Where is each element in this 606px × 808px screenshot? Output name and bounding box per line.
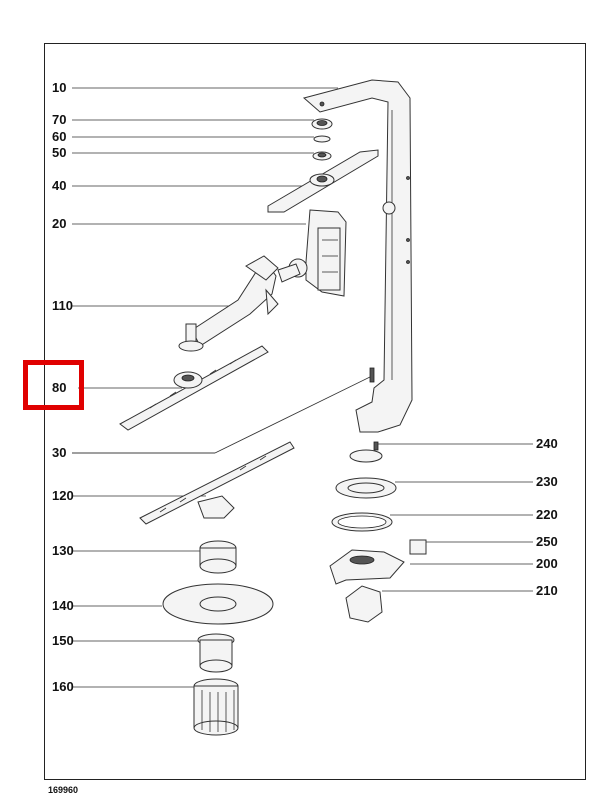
parts-70-60-50-rings — [311, 118, 333, 161]
label-30: 30 — [52, 445, 67, 460]
label-70: 70 — [52, 112, 67, 127]
drawing-frame — [44, 43, 586, 780]
part-240-fitting — [349, 441, 383, 463]
label-60: 60 — [52, 129, 67, 144]
part-80-lower-spray-arm — [119, 345, 269, 431]
label-150: 150 — [52, 633, 74, 648]
part-200-pump-housing — [329, 549, 405, 585]
label-50: 50 — [52, 145, 67, 160]
leader-lines-right — [376, 443, 533, 592]
part-210-pump-base — [345, 585, 383, 623]
label-250: 250 — [536, 534, 558, 549]
part-250-connector — [409, 539, 427, 555]
part-120-bottom-spray-arm — [139, 441, 295, 525]
part-40-upper-spray-arm — [267, 149, 379, 213]
part-150-fine-filter — [197, 633, 235, 673]
part-140-filter-plate — [162, 583, 274, 625]
part-160-coarse-filter — [193, 678, 239, 736]
leader-lines-left — [72, 87, 373, 688]
label-230: 230 — [536, 474, 558, 489]
part-110-feed-pipe — [178, 255, 301, 352]
part-10-riser-pipe — [302, 79, 413, 433]
part-230-ring — [335, 477, 397, 499]
label-80: 80 — [52, 380, 67, 395]
label-220: 220 — [536, 507, 558, 522]
label-20: 20 — [52, 216, 67, 231]
label-240: 240 — [536, 436, 558, 451]
label-130: 130 — [52, 543, 74, 558]
label-10: 10 — [52, 80, 67, 95]
label-40: 40 — [52, 178, 67, 193]
label-160: 160 — [52, 679, 74, 694]
part-20-bracket — [288, 209, 347, 297]
part-30-pin — [369, 367, 375, 383]
label-200: 200 — [536, 556, 558, 571]
label-210: 210 — [536, 583, 558, 598]
part-220-seal — [331, 512, 393, 532]
label-140: 140 — [52, 598, 74, 613]
label-110: 110 — [52, 298, 73, 313]
label-120: 120 — [52, 488, 74, 503]
part-130-collar — [199, 540, 237, 574]
highlight-box-label-80 — [23, 360, 84, 410]
document-number: 169960 — [48, 785, 79, 795]
